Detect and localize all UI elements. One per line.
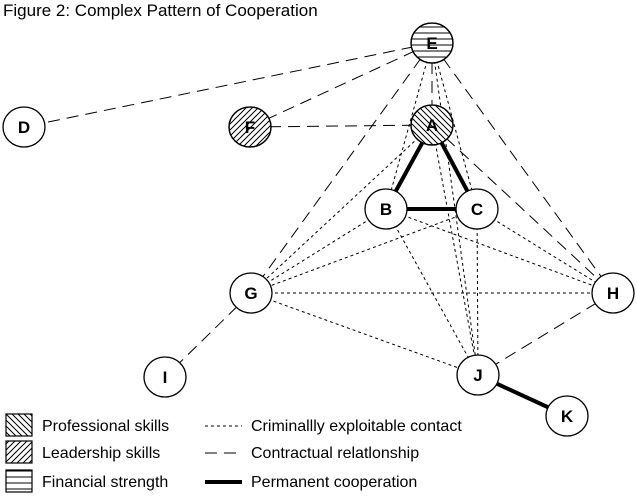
edge-b-h bbox=[385, 208, 614, 294]
edge-c-j bbox=[476, 208, 479, 376]
edge-e-c bbox=[431, 42, 478, 210]
node-c-label: C bbox=[471, 200, 483, 219]
node-f: F bbox=[228, 106, 272, 148]
node-a-label: A bbox=[426, 116, 438, 135]
legend-label-leadership: Leadership skills bbox=[42, 445, 160, 462]
node-a-pattern bbox=[410, 104, 454, 146]
node-f-label: F bbox=[245, 118, 255, 137]
node-d-label: D bbox=[18, 118, 30, 137]
node-b-label: B bbox=[380, 200, 392, 219]
edge-e-f bbox=[249, 42, 433, 128]
edge-e-j bbox=[431, 42, 479, 376]
edge-c-h bbox=[476, 208, 614, 294]
node-e-label: E bbox=[426, 34, 437, 53]
legend-label-financial: Financial strength bbox=[42, 474, 168, 491]
node-j: J bbox=[456, 354, 500, 396]
edge-e-b bbox=[385, 42, 433, 210]
node-e-pattern bbox=[410, 22, 454, 64]
node-f-pattern bbox=[228, 106, 272, 148]
edge-a-j bbox=[431, 124, 479, 376]
node-k-label: K bbox=[561, 407, 574, 426]
edge-a-h bbox=[431, 124, 614, 294]
node-k: K bbox=[545, 395, 589, 437]
edge-h-j bbox=[477, 292, 614, 376]
node-d: D bbox=[2, 106, 46, 148]
edge-b-g bbox=[250, 208, 387, 294]
edge-g-j bbox=[250, 292, 479, 376]
node-h-label: H bbox=[607, 284, 619, 303]
edge-e-d bbox=[23, 42, 433, 128]
node-a: A bbox=[410, 104, 454, 146]
figure-title: Figure 2: Complex Pattern of Cooperation bbox=[3, 1, 318, 20]
node-j-label: J bbox=[473, 366, 482, 385]
legend-label-professional: Professional skills bbox=[42, 418, 169, 435]
node-b: B bbox=[364, 188, 408, 230]
legend-label-solid-bold: Permanent cooperation bbox=[251, 474, 417, 491]
edge-e-g bbox=[250, 42, 433, 294]
edges-layer bbox=[23, 42, 614, 418]
edge-b-j bbox=[385, 208, 479, 376]
legend-swatch-financial bbox=[5, 469, 33, 493]
legend-label-dashed: Contractual relatlonship bbox=[251, 445, 419, 462]
legend-swatch-leadership bbox=[5, 440, 33, 464]
node-h: H bbox=[591, 272, 635, 314]
node-i: I bbox=[143, 356, 187, 398]
edge-f-a bbox=[249, 124, 433, 128]
edge-c-g bbox=[250, 208, 478, 294]
node-e: E bbox=[410, 22, 454, 64]
node-c: C bbox=[455, 188, 499, 230]
node-g: G bbox=[229, 272, 273, 314]
edge-e-h bbox=[431, 42, 614, 294]
edge-a-g bbox=[250, 124, 433, 294]
legend-label-dotted: Criminallly exploitable contact bbox=[251, 418, 462, 435]
node-g-label: G bbox=[244, 284, 257, 303]
nodes-layer: E D F A B C G H I J K bbox=[2, 22, 635, 437]
legend-swatch-professional bbox=[5, 413, 33, 437]
node-i-label: I bbox=[163, 368, 168, 387]
